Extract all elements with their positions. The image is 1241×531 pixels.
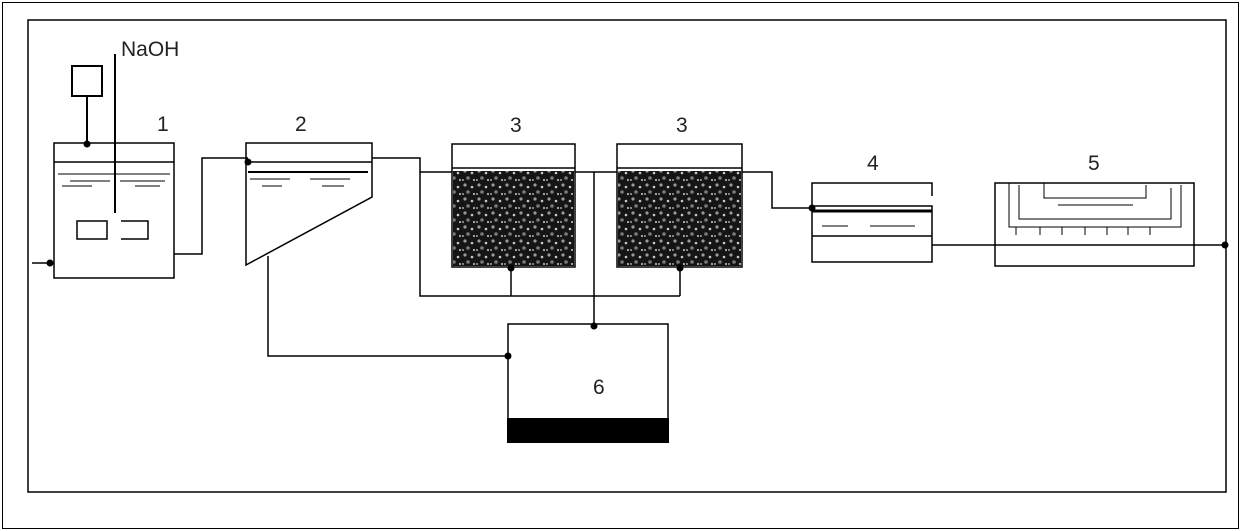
unit-1-dosing-box <box>71 65 103 144</box>
unit-2-number: 2 <box>295 113 307 136</box>
unit-6-sludge-tank <box>507 323 669 443</box>
unit-1-inlet-node <box>46 259 54 267</box>
unit-5-number: 5 <box>1088 152 1100 175</box>
unit-5-treatment-unit <box>994 182 1195 267</box>
unit-1-number: 1 <box>157 113 169 136</box>
unit-2-settler <box>245 142 373 267</box>
pipe-1-to-2 <box>174 157 248 255</box>
unit-3b-filter <box>616 143 743 268</box>
unit-1-dosing-node <box>83 140 91 148</box>
unit-3a-filter <box>451 143 576 268</box>
pipe-2-to-3 <box>372 157 452 173</box>
unit-6-number: 6 <box>593 376 605 399</box>
unit-4-number: 4 <box>867 152 879 175</box>
unit-3a-number: 3 <box>510 114 522 137</box>
sludge-line-2-to-6 <box>267 256 508 357</box>
outlet-node <box>1221 241 1229 249</box>
filter-3a-drain-node <box>507 264 515 272</box>
unit-3b-number: 3 <box>676 114 688 137</box>
pipe-3-to-4 <box>742 171 812 209</box>
unit-4-tank <box>811 182 933 263</box>
filter-3b-drain-node <box>676 264 684 272</box>
inner-frame <box>27 19 1227 493</box>
naoh-label: NaOH <box>121 38 179 61</box>
